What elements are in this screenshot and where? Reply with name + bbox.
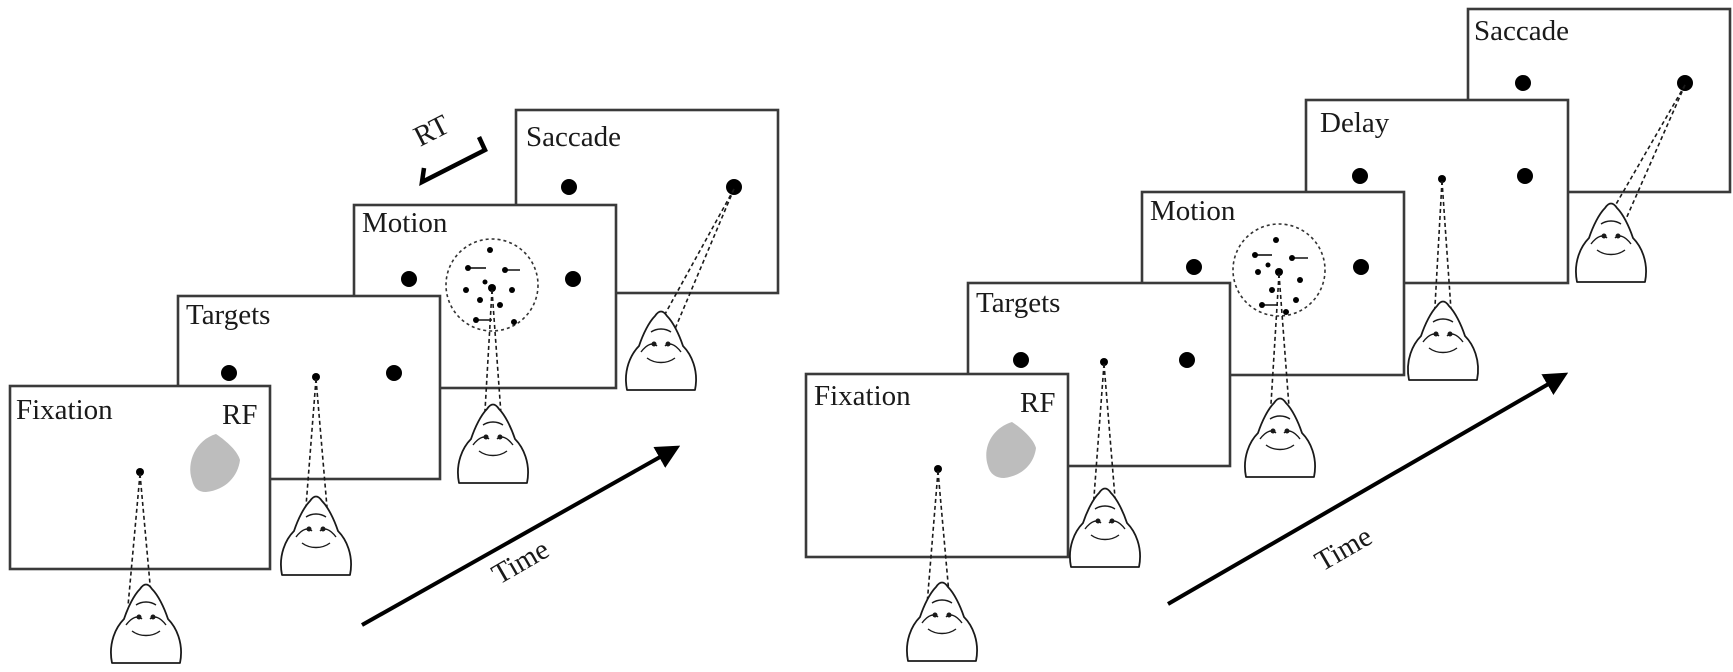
fixation-point	[1100, 358, 1108, 366]
target-dot	[565, 271, 581, 287]
monkey-head-icon	[110, 583, 182, 664]
fixation-point	[1438, 175, 1446, 183]
right-delay-label: Delay	[1320, 107, 1390, 139]
target-dot	[386, 365, 402, 381]
target-dot	[1013, 352, 1029, 368]
monkey-head-icon	[1244, 397, 1316, 478]
target-dot	[1352, 168, 1368, 184]
motion-aperture	[445, 238, 539, 332]
monkey-head-icon	[1407, 300, 1479, 381]
left-fixation-label: Fixation	[16, 394, 113, 426]
receptive-field-patch	[986, 422, 1036, 478]
arrow-icon	[361, 445, 681, 627]
fixation-point	[136, 468, 144, 476]
left-fixation-panel: Fixation RF	[8, 384, 272, 571]
target-dot	[401, 271, 417, 287]
monkey-head-icon	[1069, 487, 1141, 568]
motion-aperture	[1232, 223, 1326, 317]
right-targets-label: Targets	[976, 287, 1060, 319]
left-saccade-label: Saccade	[526, 121, 621, 153]
target-dot	[1186, 259, 1202, 275]
receptive-field-patch	[190, 434, 240, 492]
right-motion-label: Motion	[1150, 195, 1236, 227]
right-task: Saccade Delay Motion	[804, 7, 1732, 662]
target-dot	[221, 365, 237, 381]
target-dot	[726, 179, 742, 195]
arrow-icon	[1166, 372, 1569, 606]
monkey-head-icon	[906, 581, 978, 662]
target-dot	[1179, 352, 1195, 368]
left-rf-label: RF	[222, 399, 257, 431]
fixation-point	[934, 465, 942, 473]
target-dot	[1515, 75, 1531, 91]
target-dot	[561, 179, 577, 195]
monkey-head-icon	[1575, 202, 1647, 283]
monkey-head-icon	[625, 310, 697, 391]
monkey-head-icon	[280, 495, 352, 576]
monkey-head-icon	[457, 403, 529, 484]
left-motion-label: Motion	[362, 207, 448, 239]
rt-bracket: RT	[409, 109, 488, 186]
target-dot	[1677, 75, 1693, 91]
right-saccade-label: Saccade	[1474, 15, 1569, 47]
target-dot	[1353, 259, 1369, 275]
rt-label: RT	[409, 109, 455, 154]
left-targets-label: Targets	[186, 299, 270, 331]
random-dots	[463, 247, 520, 325]
left-gaze-lines	[127, 188, 735, 607]
right-time-label: Time	[1310, 520, 1378, 578]
left-time-label: Time	[487, 533, 555, 591]
right-rf-label: RF	[1020, 387, 1055, 419]
right-gaze-lines	[926, 84, 1686, 606]
left-task: Saccade RT Motion	[8, 109, 780, 664]
right-fixation-panel: Fixation RF	[804, 372, 1070, 559]
target-dot	[1517, 168, 1533, 184]
random-dots	[1252, 237, 1308, 315]
right-fixation-label: Fixation	[814, 380, 911, 412]
fixation-point	[312, 373, 320, 381]
